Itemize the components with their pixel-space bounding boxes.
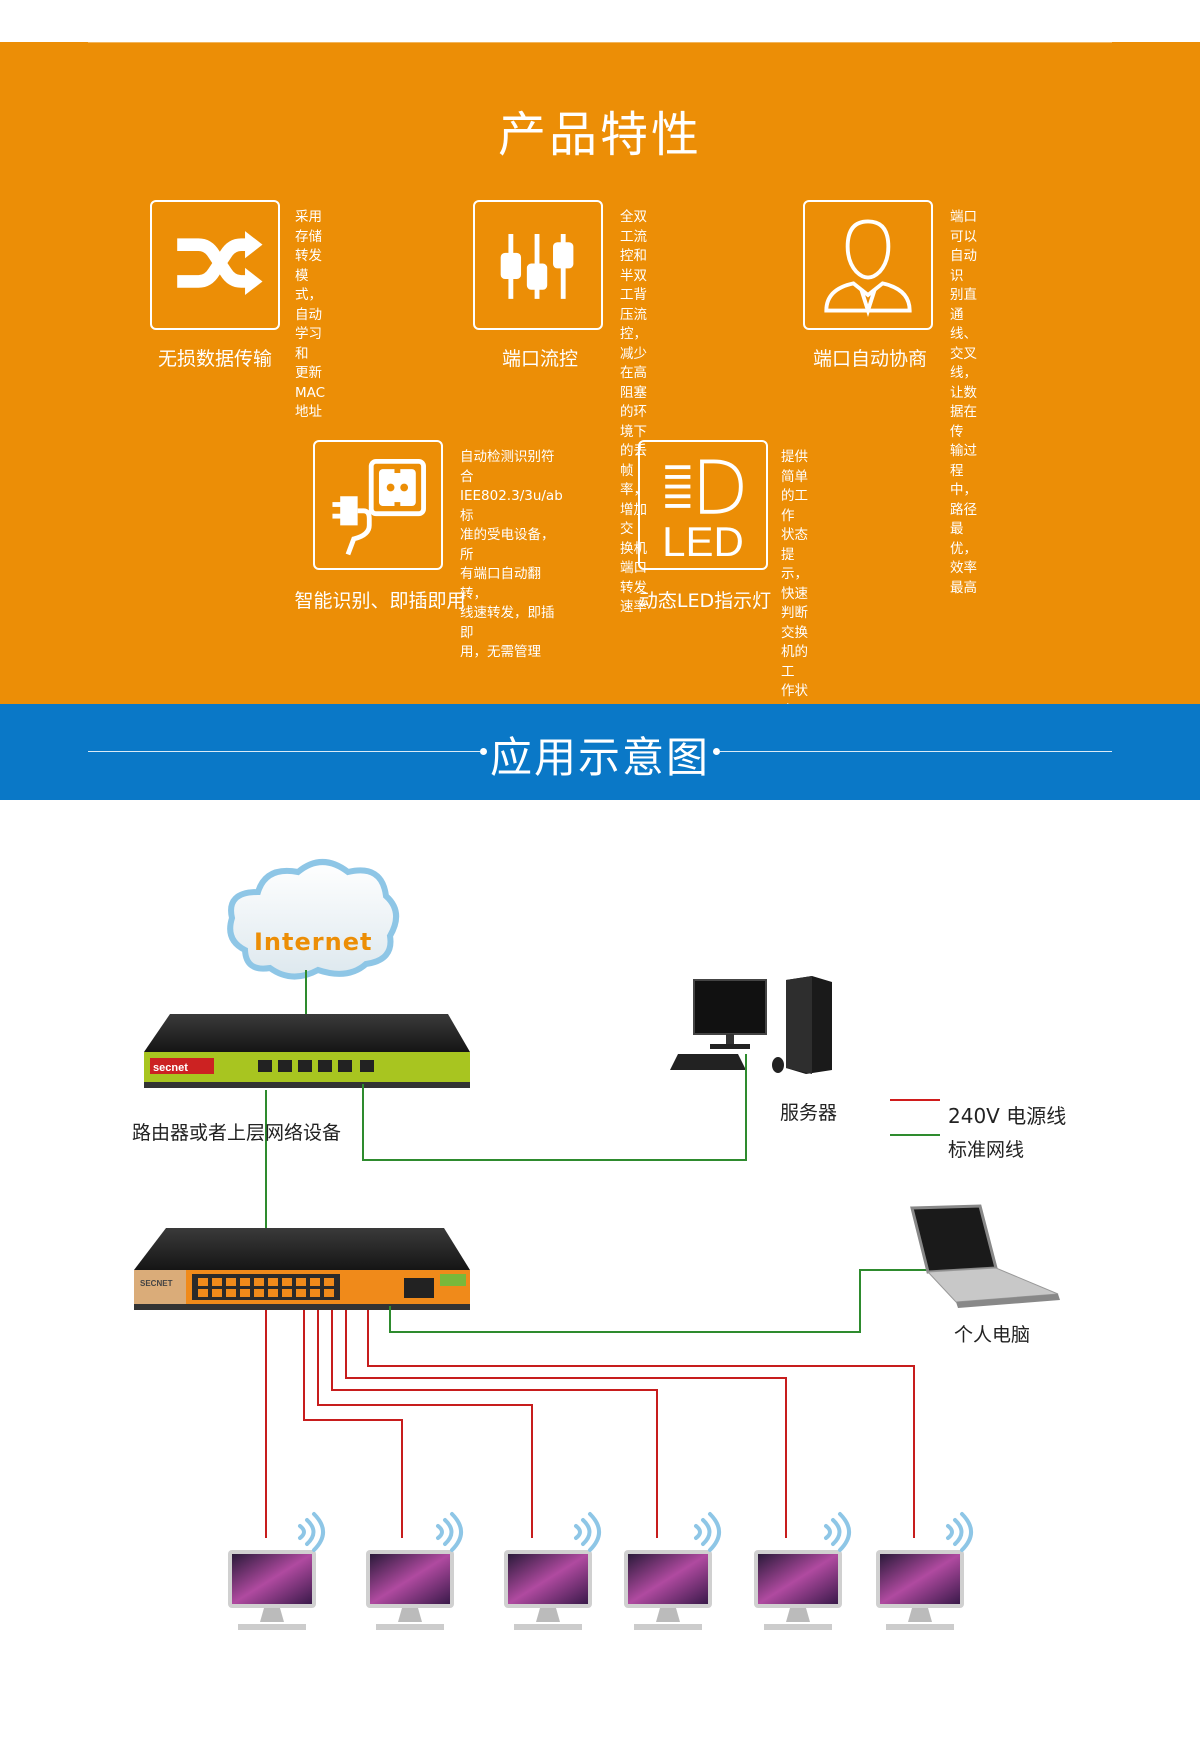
banner-dot-left bbox=[480, 748, 487, 755]
wifi-icon bbox=[694, 1512, 721, 1552]
feature-desc: 端口可以自动识 别直通线、交叉 线，让数据在传 输过程中，路径 最优，效率最高 bbox=[950, 209, 977, 596]
power-lines bbox=[265, 1310, 915, 1538]
wifi-icon bbox=[824, 1512, 851, 1552]
led-icon-text: LED bbox=[662, 518, 744, 565]
monitor-4 bbox=[624, 1550, 712, 1630]
switch-device bbox=[134, 1228, 470, 1310]
plug-socket-icon bbox=[332, 458, 426, 556]
equalizer-icon bbox=[500, 233, 574, 299]
legend-network-label: 标准网线 bbox=[948, 1139, 1025, 1161]
application-banner: 应用示意图 bbox=[0, 704, 1200, 800]
application-title: 应用示意图 bbox=[489, 733, 710, 782]
wifi-icon bbox=[946, 1512, 973, 1552]
feature-label: 无损数据传输 bbox=[157, 348, 272, 370]
legend-power-label: 240V 电源线 bbox=[948, 1104, 1067, 1128]
wifi-icon bbox=[574, 1512, 601, 1552]
router-server-link bbox=[362, 1054, 747, 1161]
feature-icon-box: LED bbox=[638, 440, 768, 570]
feature-desc: 提供简单的工作 状态提示，快速 判断交换机的工 作状态 bbox=[781, 449, 808, 719]
server-label: 服务器 bbox=[780, 1102, 838, 1124]
wifi-icon bbox=[436, 1512, 463, 1552]
wifi-icon bbox=[298, 1512, 325, 1552]
feature-icon-box bbox=[473, 200, 603, 330]
feature-label: 端口自动协商 bbox=[812, 348, 927, 370]
monitor-5 bbox=[754, 1550, 842, 1630]
router-device bbox=[144, 1014, 470, 1088]
pc-label: 个人电脑 bbox=[954, 1324, 1031, 1346]
feature-label: 智能识别、即插即用 bbox=[294, 590, 466, 612]
monitor-6 bbox=[876, 1550, 964, 1630]
features-section bbox=[0, 42, 1200, 704]
feature-icon-box bbox=[313, 440, 443, 570]
banner-line-right bbox=[720, 751, 1112, 752]
features-title: 产品特性 bbox=[497, 107, 702, 163]
banner-dot-right bbox=[713, 748, 720, 755]
feature-label: 动态LED指示灯 bbox=[638, 590, 772, 612]
feature-desc: 采用存储转发模 式，自动学习和 更新MAC地址 bbox=[295, 209, 326, 420]
feature-icon-box bbox=[803, 200, 933, 330]
banner-line-left bbox=[88, 751, 480, 752]
led-light-icon bbox=[665, 459, 743, 514]
switch-laptop-link bbox=[389, 1269, 930, 1333]
laptop-device bbox=[910, 1204, 1060, 1308]
monitor-1 bbox=[228, 1550, 316, 1630]
router-brand: secnet bbox=[153, 1062, 188, 1074]
network-diagram: secnet bbox=[0, 800, 1200, 1750]
monitor-2 bbox=[366, 1550, 454, 1630]
top-divider bbox=[88, 42, 1112, 43]
user-icon bbox=[824, 219, 912, 317]
feature-desc: 自动检测识别符合 IEE802.3/3u/ab标 准的受电设备，所 有端口自动翻… bbox=[460, 449, 563, 660]
monitor-3 bbox=[504, 1550, 592, 1630]
router-label: 路由器或者上层网络设备 bbox=[132, 1122, 342, 1144]
cloud-label: Internet bbox=[254, 928, 373, 956]
cloud-icon bbox=[227, 859, 399, 980]
shuffle-icon bbox=[177, 231, 263, 296]
server-device bbox=[670, 976, 832, 1074]
diagram-canvas: secnet bbox=[134, 859, 1060, 1630]
feature-label: 端口流控 bbox=[501, 348, 578, 370]
switch-brand: SECNET bbox=[140, 1279, 173, 1288]
feature-icon-box bbox=[150, 200, 280, 330]
